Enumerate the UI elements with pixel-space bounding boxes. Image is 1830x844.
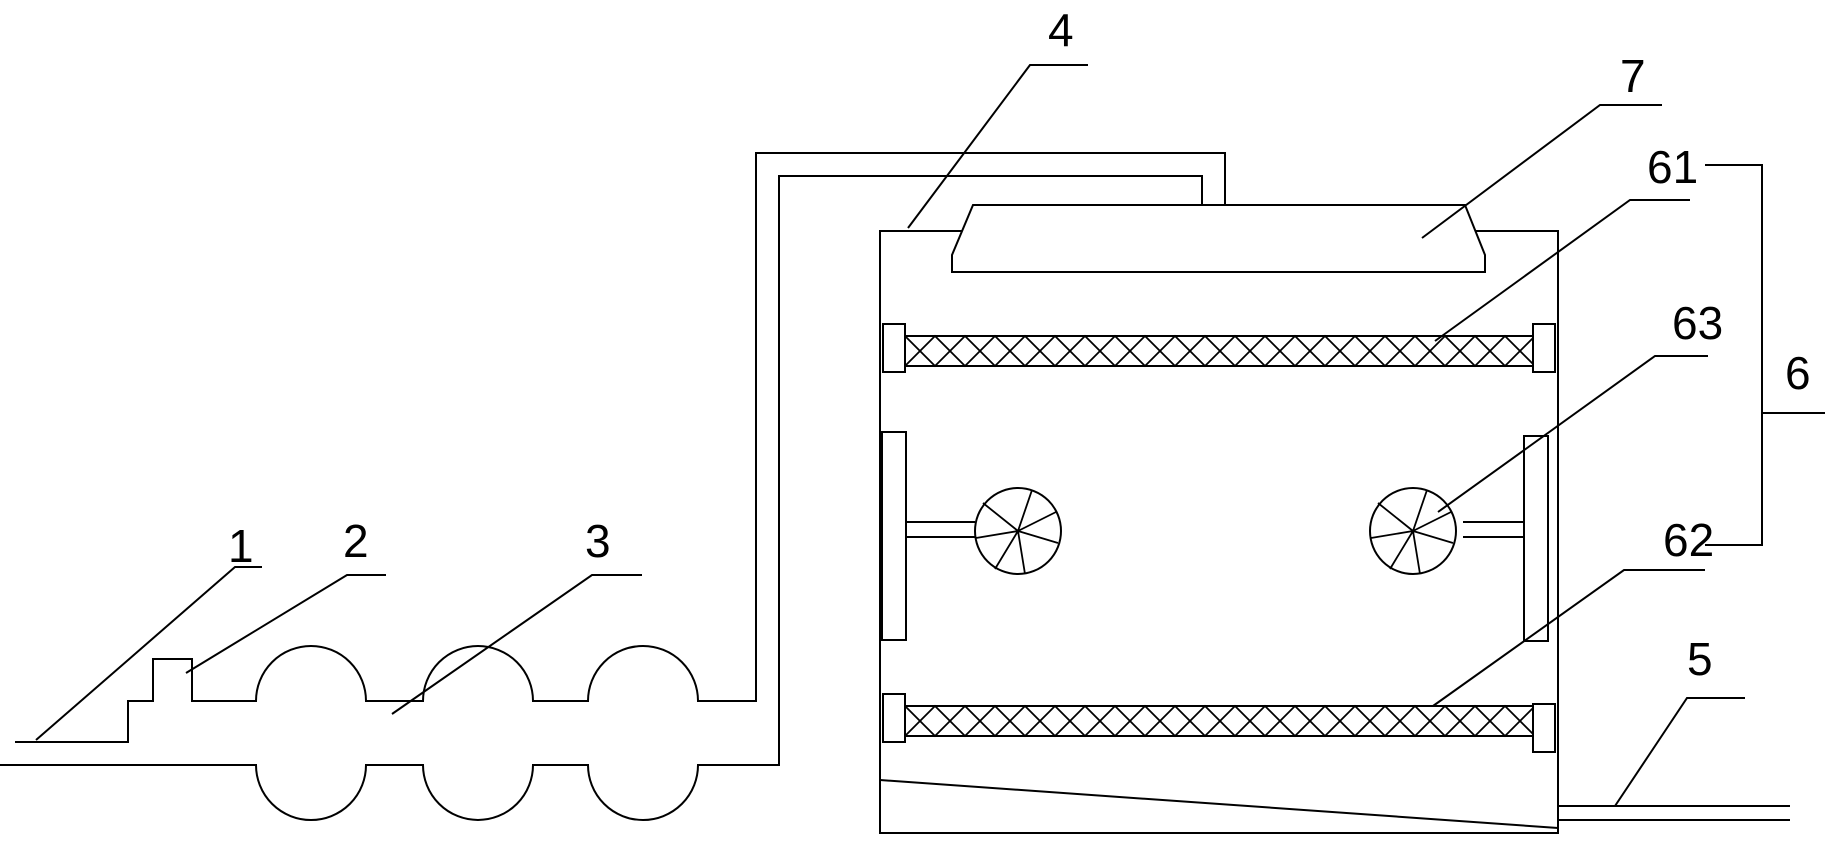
reference-labels: 1 2 3 4 7 61 6 63 62 5 <box>228 4 1811 685</box>
pipe-upper-wall <box>15 152 1226 743</box>
right-fan-mount-plate <box>1523 435 1549 642</box>
leader-63 <box>1437 355 1708 513</box>
label-2: 2 <box>343 515 369 567</box>
upper-mesh-right-bracket <box>1532 323 1556 373</box>
label-7: 7 <box>1620 50 1646 102</box>
lower-mesh-right-bracket <box>1532 703 1556 753</box>
leader-62 <box>1432 569 1705 707</box>
leader-3 <box>391 574 642 715</box>
tank <box>879 230 1790 834</box>
leader-1 <box>35 566 262 741</box>
pipe-lower-wall <box>0 175 1203 821</box>
tank-sloped-bottom <box>879 779 1559 829</box>
label-62: 62 <box>1663 514 1714 566</box>
leader-7 <box>1421 104 1662 239</box>
lower-mesh-cross-b <box>904 704 1534 738</box>
pipe-assembly <box>0 152 1226 821</box>
left-fan-mount-plate <box>881 431 907 641</box>
upper-mesh-left-bracket <box>882 323 906 373</box>
label-1: 1 <box>228 520 254 572</box>
leader-5 <box>1614 697 1745 807</box>
label-3: 3 <box>585 515 611 567</box>
left-fan-assembly <box>881 431 1062 641</box>
lower-mesh-filter <box>882 693 1556 753</box>
leader-61 <box>1434 199 1690 342</box>
top-hood <box>951 204 1486 273</box>
leader-2 <box>185 574 386 674</box>
upper-mesh-cross-b <box>904 334 1534 368</box>
leader-lines <box>35 64 1745 807</box>
lower-mesh-left-bracket <box>882 693 906 743</box>
right-fan-assembly <box>1369 435 1549 642</box>
right-fan-blades <box>1370 489 1454 575</box>
left-fan-blades <box>975 489 1059 575</box>
label-6: 6 <box>1785 347 1811 399</box>
leader-4 <box>907 64 1088 229</box>
label-61: 61 <box>1647 141 1698 193</box>
label-4: 4 <box>1048 4 1074 56</box>
label-5: 5 <box>1687 633 1713 685</box>
label-63: 63 <box>1672 297 1723 349</box>
group-bracket-6 <box>1705 164 1763 546</box>
upper-mesh-filter <box>882 323 1556 373</box>
